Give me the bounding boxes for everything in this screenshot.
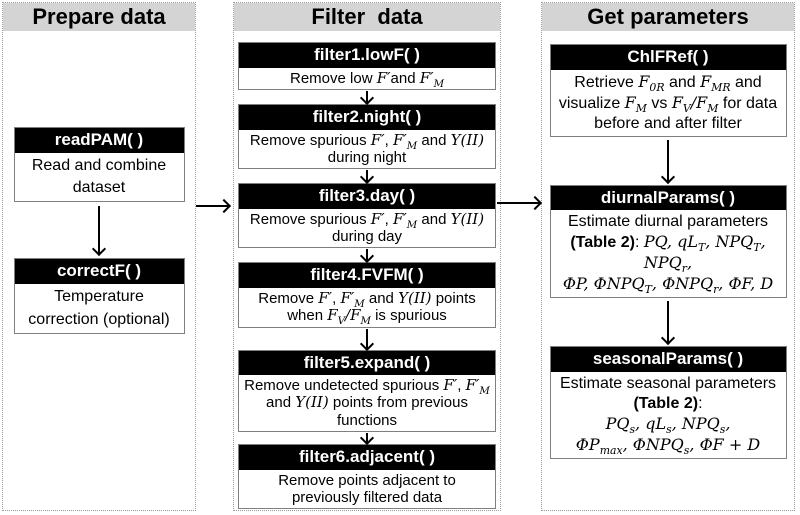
- function-description: Remove points adjacent to previously fil…: [278, 471, 456, 506]
- panel-get-parameters: Get parameters ChlFRef( ) Retrieve F0R a…: [541, 2, 795, 511]
- arrow-down-icon: [366, 432, 368, 443]
- arrow-down-icon: [667, 139, 669, 182]
- function-description: Read and combine dataset: [31, 156, 167, 197]
- arrow-down-icon: [366, 170, 368, 183]
- panel-title-filter-data: Filter data: [234, 3, 500, 31]
- function-name-label: ChlFRef( ): [550, 45, 786, 70]
- function-name-label: filter2.night( ): [239, 104, 495, 130]
- panel-prepare-data: Prepare data readPAM( ) Read and combine…: [2, 2, 196, 511]
- function-box-diurnalparams: diurnalParams( ) Estimate diurnal parame…: [549, 184, 787, 299]
- function-description: Estimate seasonal parameters (Table 2): …: [559, 375, 777, 458]
- function-name-label: filter1.lowF( ): [239, 43, 495, 68]
- function-box-filter2-night: filter2.night( ) Remove spurious F′, F′M…: [238, 103, 496, 170]
- function-box-filter4-fvfm: filter4.FVFM( ) Remove F′, F′M and Y(II)…: [238, 262, 496, 328]
- function-name-label: filter4.FVFM( ): [239, 263, 495, 288]
- panel-filter-data: Filter data filter1.lowF( ) Remove low F…: [233, 2, 501, 511]
- function-box-filter1-lowf: filter1.lowF( ) Remove low F′and F′M: [238, 42, 496, 90]
- arrow-down-icon: [667, 301, 669, 344]
- function-description: Retrieve F0R and FMR and visualize FM vs…: [558, 71, 778, 132]
- function-description: Remove undetected spurious F′, F′M and Y…: [244, 376, 490, 429]
- function-box-filter3-day: filter3.day( ) Remove spurious F′, F′M a…: [238, 183, 496, 249]
- function-description: Remove spurious F′, F′M and Y(II) during…: [249, 209, 485, 246]
- panel-title-get-parameters: Get parameters: [542, 3, 794, 31]
- function-description: Temperature correction (optional): [28, 288, 170, 328]
- arrow-right-icon: [196, 205, 228, 207]
- function-name-label: seasonalParams( ): [550, 347, 786, 373]
- function-name-label: readPAM( ): [14, 128, 184, 153]
- arrow-down-icon: [366, 249, 368, 262]
- function-name-label: filter3.day( ): [239, 184, 495, 209]
- function-description: Remove spurious F′, F′M and Y(II) during…: [249, 130, 485, 166]
- function-description: Remove low F′and F′M: [290, 68, 444, 90]
- function-box-filter5-expand: filter5.expand( ) Remove undetected spur…: [238, 349, 496, 432]
- function-box-filter6-adjacent: filter6.adjacent( ) Remove points adjace…: [238, 443, 496, 510]
- function-name-label: filter6.adjacent( ): [239, 444, 495, 470]
- function-box-readpam: readPAM( ) Read and combine dataset: [13, 127, 185, 203]
- arrow-down-icon: [366, 328, 368, 349]
- function-name-label: filter5.expand( ): [239, 350, 495, 376]
- function-description: Remove F′, F′M and Y(II) points when FV/…: [258, 289, 476, 328]
- panel-title-prepare-data: Prepare data: [3, 3, 195, 31]
- arrow-right-icon: [497, 202, 539, 204]
- function-box-chlfref: ChlFRef( ) Retrieve F0R and FMR and visu…: [549, 44, 787, 137]
- function-box-correctf: correctF( ) Temperature correction (opti…: [13, 258, 185, 334]
- function-name-label: correctF( ): [14, 259, 184, 285]
- arrow-down-icon: [98, 206, 100, 255]
- arrow-down-icon: [366, 90, 368, 103]
- function-box-seasonalparams: seasonalParams( ) Estimate seasonal para…: [549, 346, 787, 460]
- function-name-label: diurnalParams( ): [550, 185, 786, 211]
- function-description: Estimate diurnal parameters (Table 2): P…: [562, 213, 774, 297]
